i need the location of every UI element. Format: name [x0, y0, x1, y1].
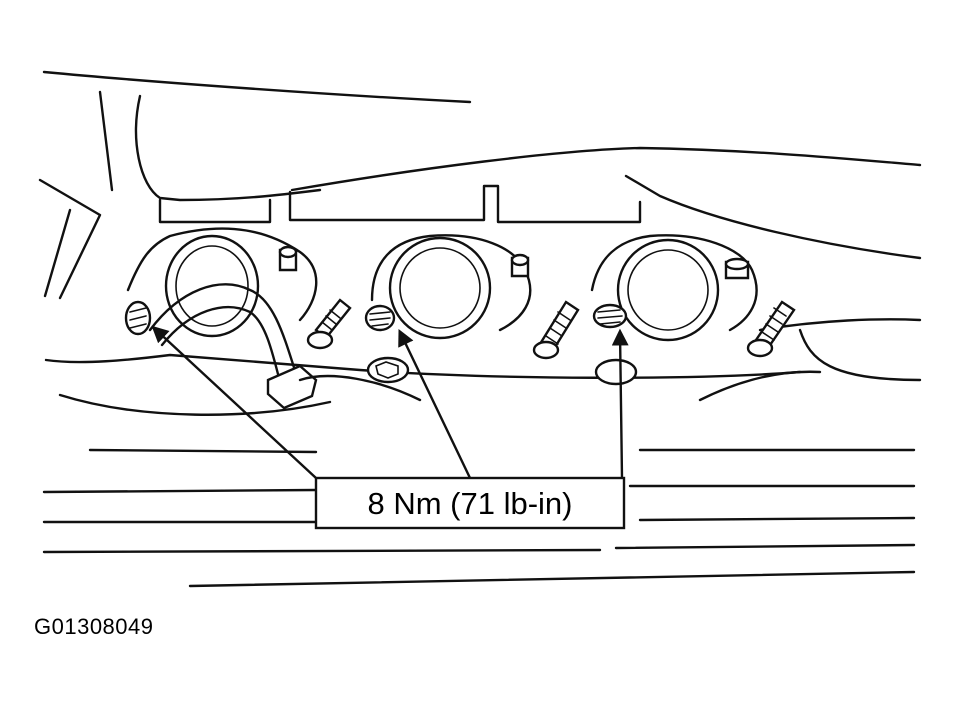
- stud-top-1: [278, 245, 298, 272]
- exhaust-port-1: [164, 234, 260, 338]
- arrow-to-nut-2: [398, 328, 472, 480]
- engine-block-lines: [42, 448, 916, 588]
- stud-top-2: [510, 253, 530, 278]
- arrow-to-nut-3: [611, 328, 629, 480]
- tube: [148, 283, 422, 410]
- figure-id: G01308049: [34, 614, 154, 639]
- stud-1: [306, 298, 352, 350]
- torque-callout: 8 Nm (71 lb-in): [314, 476, 626, 530]
- studs: [278, 245, 796, 360]
- exhaust-ports: [164, 234, 720, 342]
- manifold-nuts: [124, 300, 638, 386]
- bolt-lower-1: [366, 356, 410, 384]
- leader-arrows: [151, 325, 629, 480]
- exhaust-port-2: [388, 236, 492, 340]
- exhaust-port-3: [616, 238, 720, 342]
- manifold-flange: [44, 227, 922, 416]
- callout-box: [314, 476, 626, 530]
- callout-label: 8 Nm (71 lb-in): [368, 486, 573, 521]
- bolt-lower-2: [594, 358, 638, 386]
- stud-3: [746, 300, 796, 358]
- arrow-to-nut-1: [151, 325, 318, 480]
- stud-2: [532, 300, 580, 360]
- cylinder-head-outline: [38, 70, 922, 300]
- nut-3: [592, 303, 628, 329]
- stud-top-3: [724, 257, 750, 280]
- nut-2: [364, 304, 396, 332]
- nut-1: [124, 300, 152, 336]
